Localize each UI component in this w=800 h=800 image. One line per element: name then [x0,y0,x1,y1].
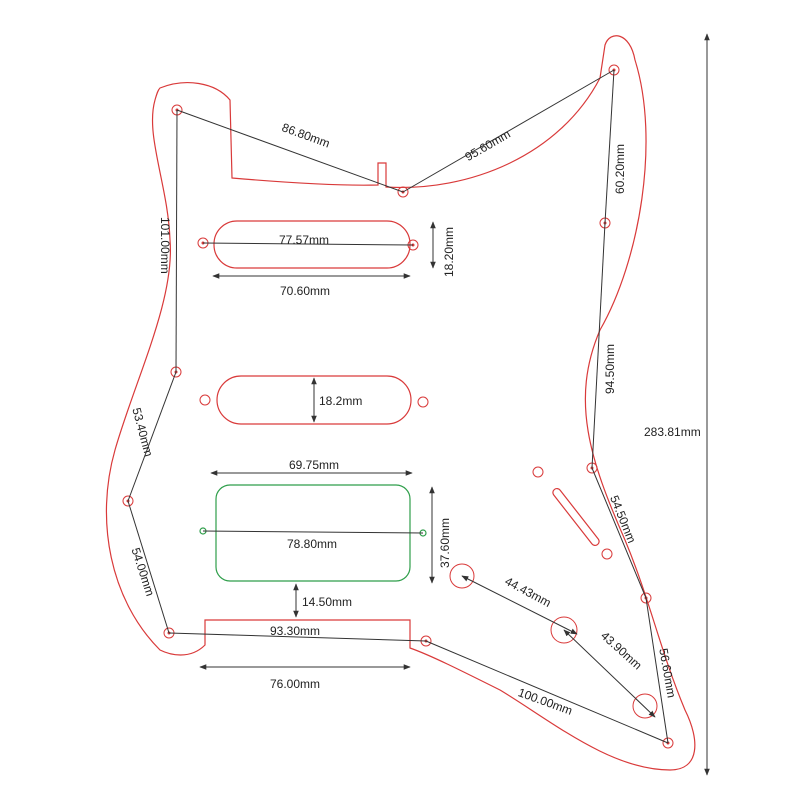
dim-right-mid: 94.50mm [603,344,617,394]
control-hole-tone-2 [632,693,658,719]
dim-pickup1-length: 77.57mm [279,233,329,247]
screw-holes [122,64,674,749]
dim-left-upper: 101.00mm [158,217,172,274]
dim-left-lower: 54.00mm [128,546,157,598]
dim-overall-height: 283.81mm [644,425,701,439]
pickguard-outline [105,35,696,771]
dim-gap: 14.50mm [302,595,352,609]
dim-pickup1-height: 18.20mm [442,227,456,277]
mount-hole-middle-left [199,394,211,406]
pickup-route-middle [216,375,412,425]
dim-control-spacing-2: 43.90mm [598,629,645,673]
dim-right-lower: 54.50mm [607,493,639,545]
dim-humbucker-length: 78.80mm [287,537,337,551]
dimension-lines [127,33,710,776]
dim-left-mid: 53.40mm [129,406,155,458]
switch-hole-bottom [601,548,613,560]
dim-top-right: 95.60mm [463,127,513,164]
dim-right-upper: 60.20mm [613,144,627,194]
dim-pickup1-width: 70.60mm [280,284,330,298]
dim-bottom-width: 76.00mm [270,677,320,691]
dim-humbucker-height: 37.60mm [438,518,452,568]
dim-top-left: 86.80mm [280,120,332,150]
dim-control-spacing-1: 44.43mm [503,574,554,610]
switch-hole-top [532,466,544,478]
dim-humbucker-width: 69.75mm [289,458,339,472]
dim-bottom-right: 100.00mm [516,685,574,718]
dim-bottom-span: 93.30mm [270,624,320,638]
mount-hole-middle-right [417,396,429,408]
switch-slot [552,487,600,547]
dim-right-bottom: 56.60mm [656,647,678,699]
dim-pickup2-height: 18.2mm [319,394,362,408]
